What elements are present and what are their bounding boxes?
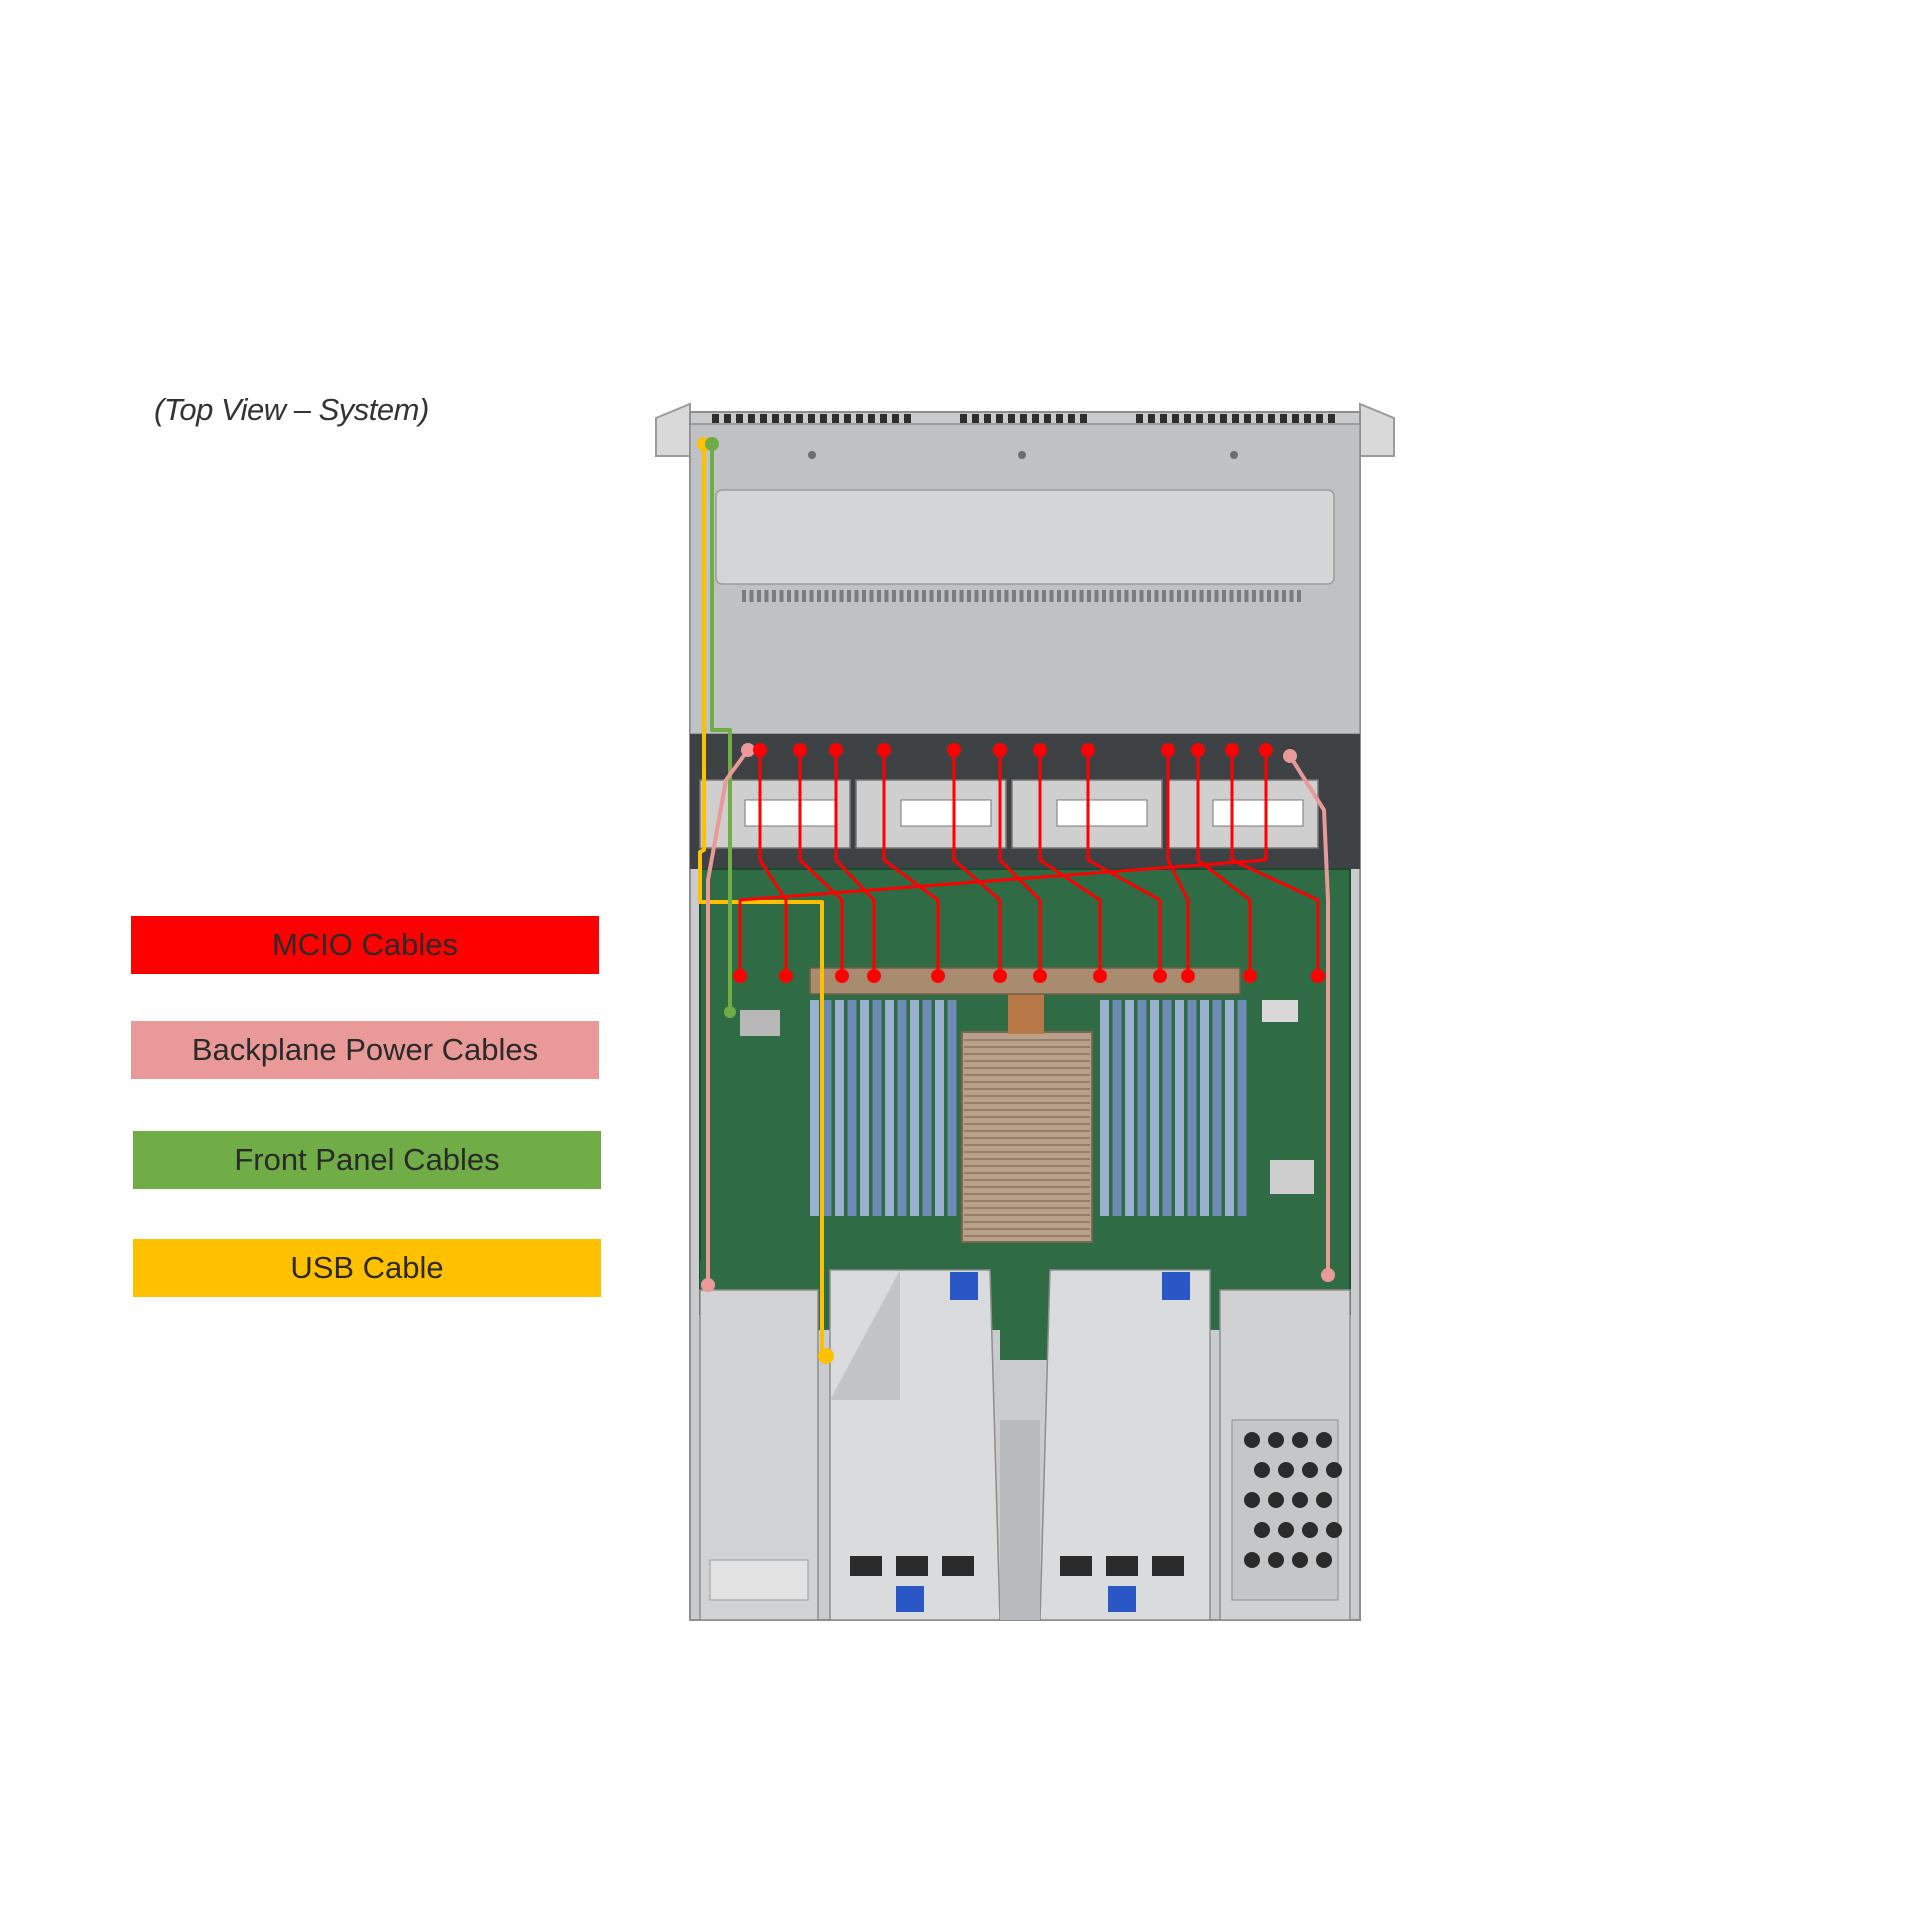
riser-blue-tabs [896,1272,1190,1612]
cover-screws [808,451,1238,459]
cover-slots [742,590,1301,602]
drive-cage-cover [689,423,1361,735]
cpu-heatsink [961,990,1093,1243]
fan-bay [690,734,1360,869]
dimm-bank-left [810,1000,957,1216]
dimm-bank-right [1100,1000,1247,1216]
legend-mcio-cables: MCIO Cables [131,916,599,974]
front-vents [712,414,1335,423]
motherboard [699,868,1351,1360]
legend-usb-cable: USB Cable [133,1239,601,1297]
legend-backplane-power-cables: Backplane Power Cables [131,1021,599,1079]
cable-routing [697,437,1335,1364]
rack-ears [655,402,1395,457]
rear-section [699,1269,1351,1621]
rear-io-ports [850,1556,1184,1576]
view-title: (Top View – System) [154,392,429,427]
legend-front-panel-cables: Front Panel Cables [133,1131,601,1189]
